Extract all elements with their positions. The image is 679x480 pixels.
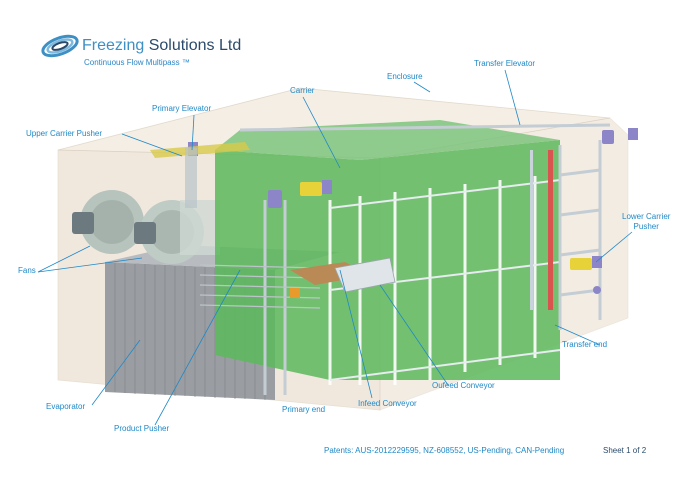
leader-lines (37, 69, 633, 426)
label-carrier: Carrier (290, 86, 315, 95)
label-oufeed-conveyor: Oufeed Conveyor (432, 381, 495, 390)
label-primary-end: Primary end (282, 405, 326, 414)
label-infeed-conveyor: Infeed Conveyor (358, 399, 417, 408)
label-transfer-elevator: Transfer Elevator (474, 59, 536, 68)
product-pusher (199, 264, 321, 309)
label-transfer-end: Transfer end (562, 340, 608, 349)
label-lower-carrier-pusher: Lower Carrier Pusher (622, 212, 670, 231)
carrier-rack (215, 120, 561, 385)
patents-text: Patents: AUS-2012229595, NZ-608552, US-P… (324, 446, 565, 455)
company-name-part1: Freezing (82, 37, 149, 54)
company-name-part2: Solutions Ltd (148, 37, 242, 54)
label-evaporator: Evaporator (46, 402, 86, 411)
drive-motors (188, 128, 638, 294)
label-enclosure: Enclosure (387, 72, 423, 81)
label-lower-carrier-pusher-line2: Pusher (633, 221, 659, 231)
transfer-elevator (530, 150, 553, 310)
label-product-pusher: Product Pusher (114, 424, 170, 433)
company-name: Freezing Solutions Ltd (82, 37, 241, 55)
fans (72, 190, 220, 264)
upper-carrier-pusher (150, 142, 250, 208)
conveyors (290, 257, 396, 298)
company-logo-icon (41, 34, 79, 58)
label-fans: Fans (18, 266, 36, 275)
label-primary-elevator: Primary Elevator (152, 104, 212, 113)
sheet-number: Sheet 1 of 2 (603, 446, 647, 455)
label-upper-carrier-pusher: Upper Carrier Pusher (26, 129, 103, 138)
label-lower-carrier-pusher-line1: Lower Carrier (622, 212, 671, 221)
product-subtitle: Continuous Flow Multipass ™ (84, 58, 190, 67)
